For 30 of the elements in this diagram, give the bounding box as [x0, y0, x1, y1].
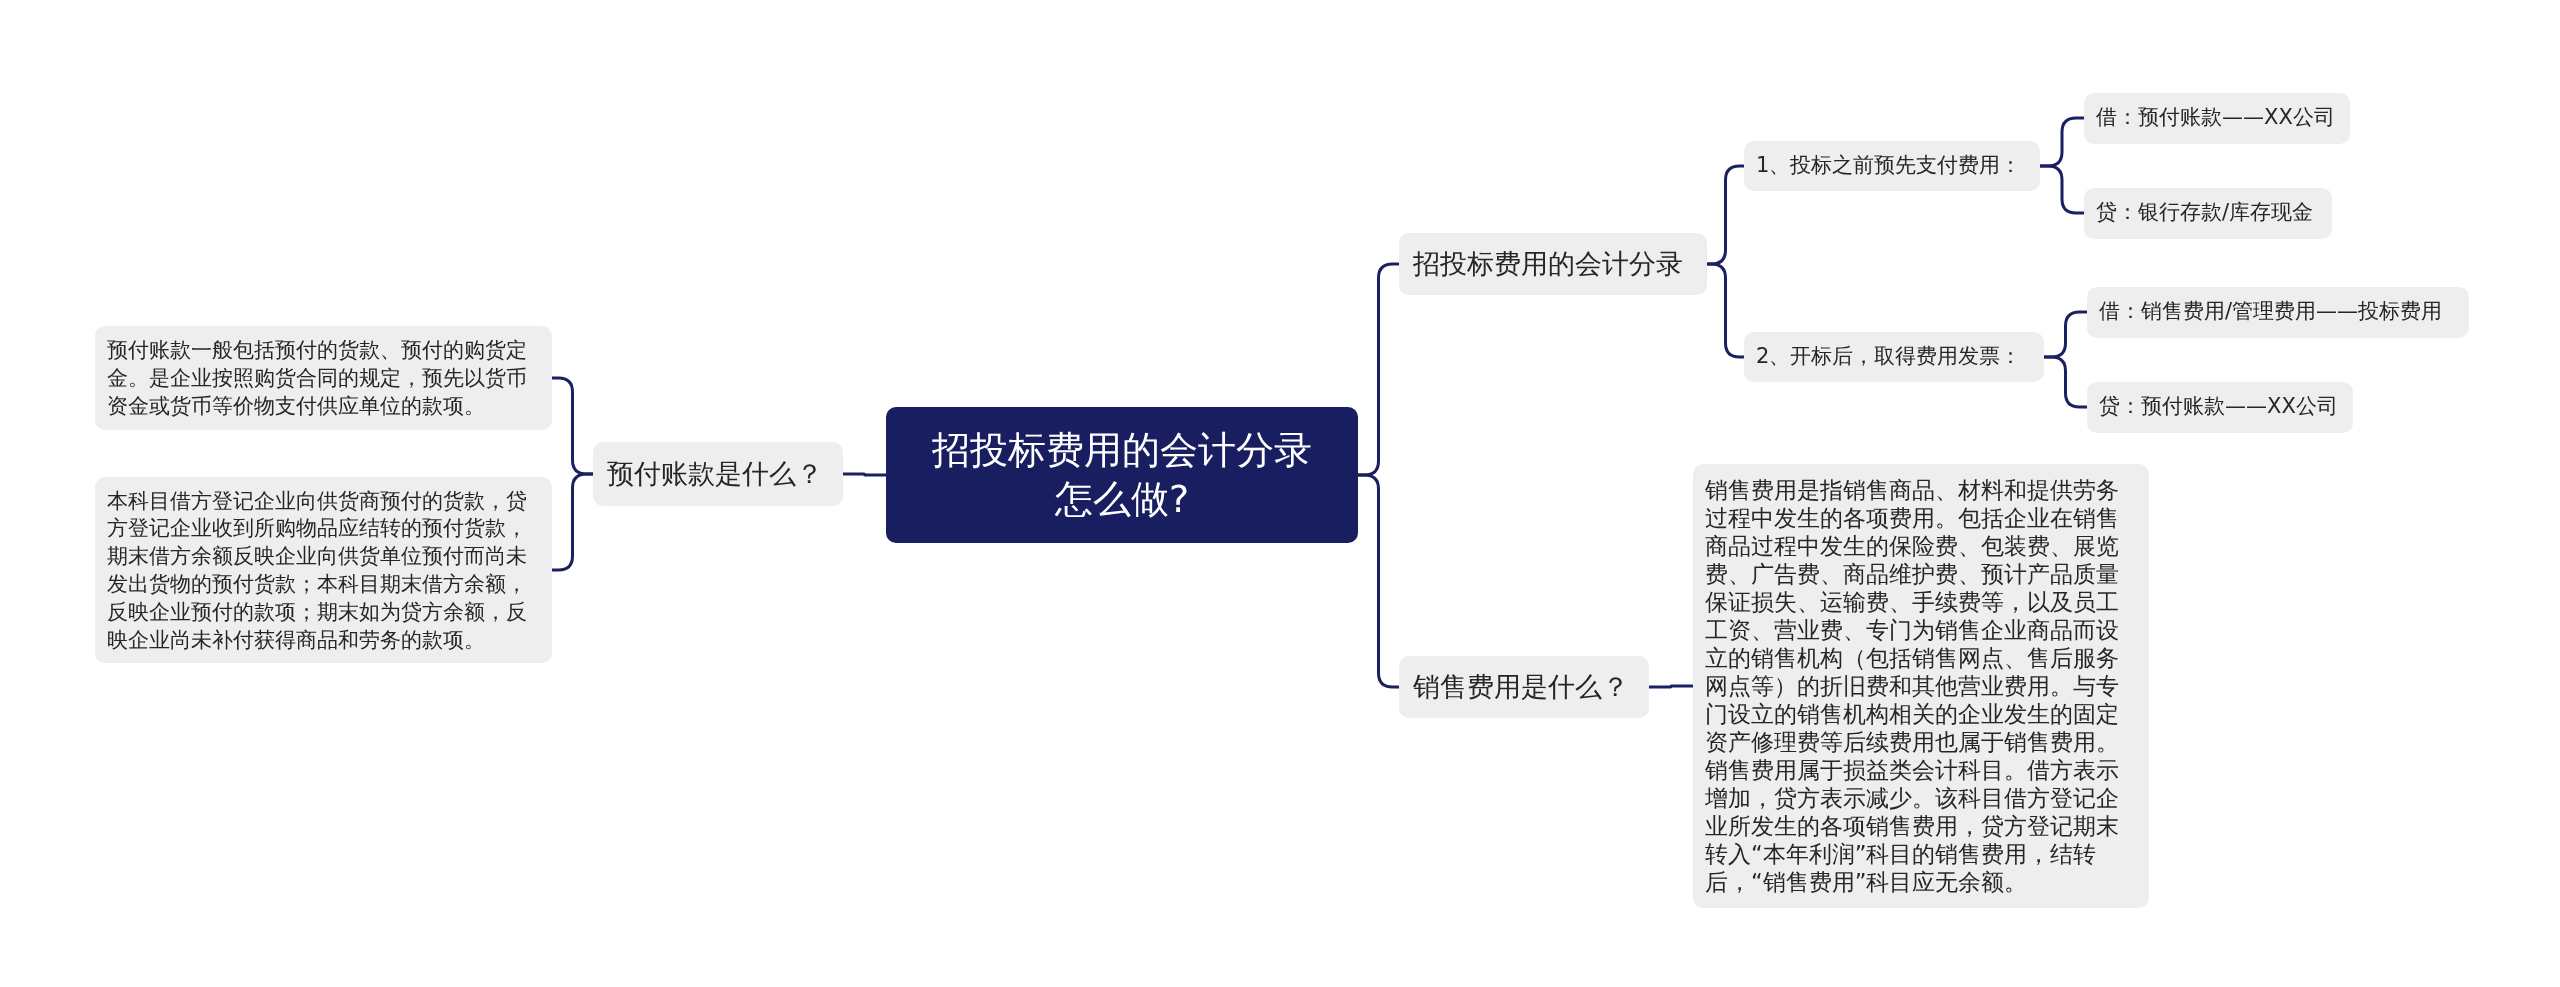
node-text: 预付账款是什么？	[607, 457, 823, 492]
node-text: 贷：银行存款/库存现金	[2096, 199, 2314, 227]
connector-line	[1358, 473, 1399, 689]
connector-line	[1649, 684, 1693, 689]
node-text: 本科目借方登记企业向供货商预付的货款，贷方登记企业收到所购物品应结转的预付货款，期末借方余额反映企业向供货单位预付而尚未发出货物的预付货款；本科目期末借方余额，反映企业预付的款项；期末如为贷方余额，反映企业尚未补付获得商品和劳务的款项。	[107, 486, 528, 654]
connector-line	[552, 472, 593, 572]
subtopic-box	[1744, 332, 2044, 382]
node-text: 借：销售费用/管理费用——投标费用	[2099, 298, 2443, 326]
entry-box	[2084, 92, 2350, 144]
topic-box	[593, 442, 843, 506]
node-text: 销售费用是指销售商品、材料和提供劳务过程中发生的各项费用。包括企业在销售商品过程中发生的保险费、包装费、展览费、广告费、商品维护费、预计产品质量保证损失、运输费、手续费等，以及员工工资、营业费、专门为销售企业商品而设立的销售机构（包括销售网点、售后服务网点等）的折旧费和其他营业费用。与专门设立的销售机构相关的企业发生的固定资产修理费等后续费用也属于销售费用。销售费用属于损益类会计科目。借方表示增加，贷方表示减少。该科目借方登记企业所发生的各项销售费用，贷方登记期末转入“本年利润”科目的销售费用，结转后，“销售费用”科目应无余额。	[1705, 475, 2120, 897]
entry-box	[2084, 187, 2332, 239]
node-text: 销售费用是什么？	[1413, 670, 1629, 705]
topic-box	[1399, 656, 1649, 718]
connector-line	[2040, 164, 2084, 215]
entry-box	[2087, 286, 2469, 338]
note-box	[95, 476, 552, 664]
subtopic-box	[1744, 141, 2040, 191]
entry-box	[2087, 381, 2353, 433]
node-text: 借：预付账款——XX公司	[2096, 104, 2335, 132]
node-text: 预付账款一般包括预付的货款、预付的购货定金。是企业按照购货合同的规定，预先以货币资金或货币等价物支付供应单位的款项。	[107, 336, 528, 420]
connector-line	[843, 472, 886, 477]
node-text: 招投标费用的会计分录	[1413, 247, 1683, 282]
topic-box	[1399, 233, 1707, 295]
root-topic-box	[886, 407, 1358, 543]
node-text: 贷：预付账款——XX公司	[2099, 393, 2338, 421]
node-text: 2、开标后，取得费用发票：	[1756, 343, 2022, 371]
node-text: 招投标费用的会计分录怎么做?	[931, 426, 1313, 523]
node-text: 1、投标之前预先支付费用：	[1756, 152, 2022, 180]
note-box	[95, 326, 552, 430]
